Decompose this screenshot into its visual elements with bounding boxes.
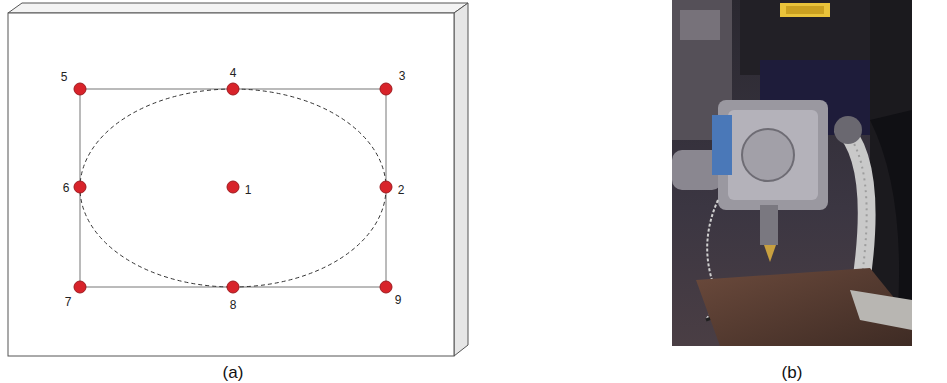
callout-number: 5 <box>61 71 68 83</box>
callout-number: 6 <box>63 182 70 194</box>
callout-number: 8 <box>230 299 237 311</box>
figure-caption: (a) <box>223 364 244 381</box>
callout-number: 1 <box>245 184 252 196</box>
plate <box>8 3 468 356</box>
photo <box>672 0 912 346</box>
callout-number: 7 <box>65 296 72 308</box>
callout-number: 3 <box>399 70 406 82</box>
measurement-points <box>74 83 392 293</box>
measurement-grid <box>80 89 386 287</box>
callout-number: 9 <box>395 294 402 306</box>
callout-number: 4 <box>230 67 237 79</box>
figure-caption: (b) <box>782 364 803 381</box>
dashed-ellipse <box>80 89 386 287</box>
callout-number: 2 <box>398 184 405 196</box>
